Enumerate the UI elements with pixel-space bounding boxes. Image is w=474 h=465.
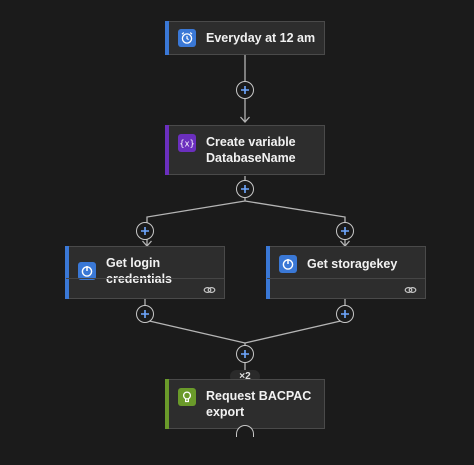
node-accent-bar bbox=[165, 379, 169, 429]
power-timer-icon bbox=[279, 255, 297, 273]
add-step-button[interactable] bbox=[336, 305, 354, 323]
get-storagekey-node[interactable]: Get storagekey bbox=[266, 246, 426, 299]
node-title: Everyday at 12 am bbox=[206, 31, 316, 45]
node-footer bbox=[267, 278, 425, 298]
add-step-button[interactable] bbox=[236, 425, 254, 437]
alarm-clock-icon bbox=[178, 29, 196, 47]
variable-braces-icon: {x} bbox=[178, 134, 196, 152]
node-accent-bar bbox=[165, 125, 169, 175]
lightbulb-icon bbox=[178, 388, 196, 406]
link-icon[interactable] bbox=[404, 282, 417, 300]
link-icon[interactable] bbox=[203, 282, 216, 300]
node-accent-bar bbox=[165, 21, 169, 55]
power-timer-icon bbox=[78, 262, 96, 280]
add-step-button[interactable] bbox=[236, 345, 254, 363]
node-title-line1: Create variable bbox=[206, 135, 296, 149]
node-title-line2: DatabaseName bbox=[206, 151, 296, 165]
add-step-button[interactable] bbox=[236, 180, 254, 198]
request-bacpac-export-node[interactable]: Request BACPAC export bbox=[165, 379, 325, 429]
node-accent-bar bbox=[266, 246, 270, 299]
node-title-line1: Request BACPAC bbox=[206, 389, 312, 403]
svg-text:{x}: {x} bbox=[180, 140, 194, 150]
node-title: Get storagekey bbox=[307, 257, 398, 271]
add-step-button[interactable] bbox=[136, 305, 154, 323]
add-step-button[interactable] bbox=[236, 81, 254, 99]
add-step-button[interactable] bbox=[336, 222, 354, 240]
add-step-button[interactable] bbox=[136, 222, 154, 240]
trigger-node[interactable]: Everyday at 12 am bbox=[165, 21, 325, 55]
node-footer bbox=[66, 278, 224, 298]
create-variable-node[interactable]: {x} Create variable DatabaseName bbox=[165, 125, 325, 175]
node-title-line2: export bbox=[206, 405, 245, 419]
node-accent-bar bbox=[65, 246, 69, 299]
node-title: Get login credentials bbox=[106, 256, 173, 286]
get-login-credentials-node[interactable]: Get login credentials bbox=[65, 246, 225, 299]
